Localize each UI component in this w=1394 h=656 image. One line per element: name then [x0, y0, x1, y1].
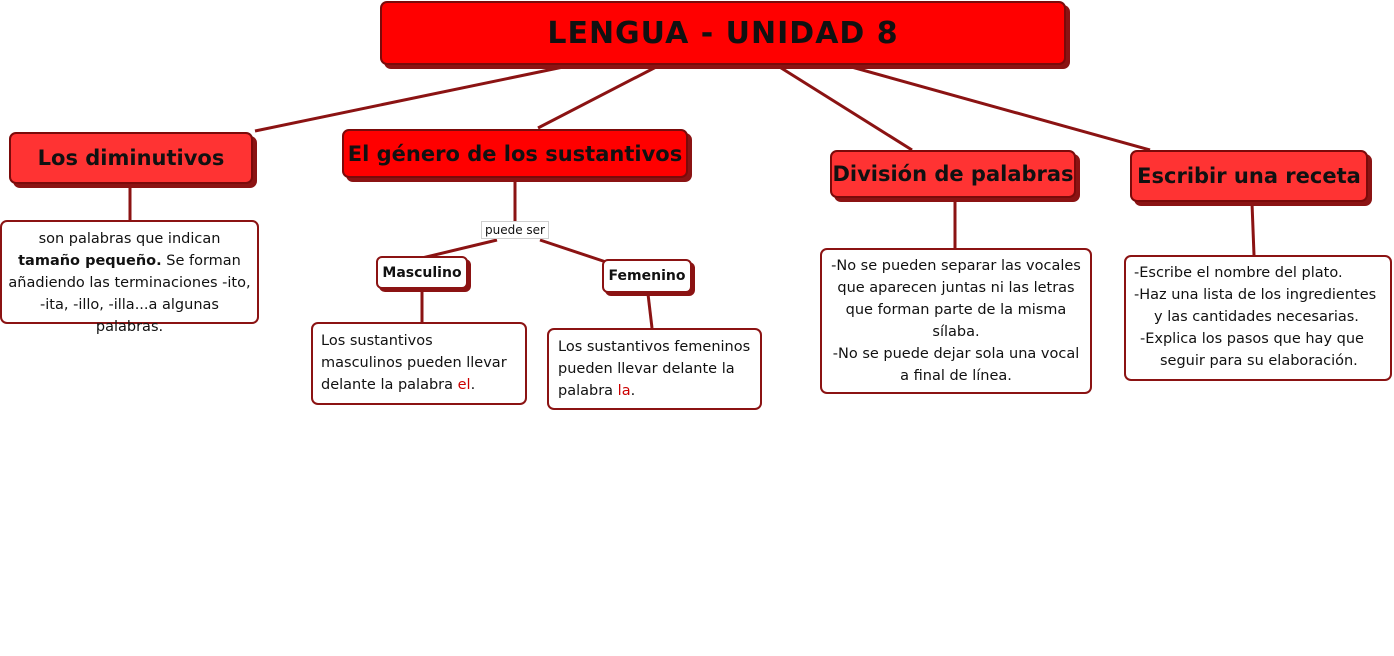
receta-line-3: y las cantidades necesarias. [1154, 309, 1359, 325]
femenino-desc-text: Los sustantivos femeninos pueden llevar … [558, 339, 751, 399]
topic-receta-label: Escribir una receta [1137, 164, 1361, 188]
division-line-2: que aparecen juntas ni las letras [837, 280, 1075, 296]
diminutivos-desc-p1: son palabras que indican [38, 231, 221, 247]
division-description: -No se pueden separar las vocales que ap… [820, 248, 1092, 394]
diminutivos-description: son palabras que indican tamaño pequeño.… [0, 220, 259, 335]
topic-genero: El género de los sustantivos [342, 129, 688, 178]
masculino-desc-word: el [457, 377, 471, 393]
femenino-label: Femenino [608, 268, 686, 284]
link-label-text: puede ser [485, 223, 545, 237]
femenino-desc-end: . [630, 383, 636, 399]
topic-genero-label: El género de los sustantivos [347, 141, 683, 166]
masculino-description: Los sustantivos masculinos pueden llevar… [311, 322, 527, 405]
diminutivos-desc-bold: tamaño pequeño. [18, 253, 162, 269]
receta-line-5: seguir para su elaboración. [1160, 353, 1358, 369]
femenino-node: Femenino [602, 259, 692, 293]
title-node: LENGUA - UNIDAD 8 [380, 1, 1066, 65]
division-line-1: -No se pueden separar las vocales [831, 258, 1081, 274]
receta-line-2: -Haz una lista de los ingredientes [1134, 287, 1377, 303]
title-text: LENGUA - UNIDAD 8 [547, 15, 899, 51]
topic-division-label: División de palabras [832, 162, 1074, 186]
link-label-puede-ser: puede ser [481, 221, 549, 239]
division-line-6: a final de línea. [900, 368, 1012, 384]
receta-description: -Escribe el nombre del plato. -Haz una l… [1124, 255, 1392, 381]
femenino-description: Los sustantivos femeninos pueden llevar … [547, 328, 762, 410]
division-line-5: -No se puede dejar sola una vocal [832, 346, 1080, 362]
femenino-desc-word: la [617, 383, 631, 399]
topic-diminutivos: Los diminutivos [9, 132, 253, 184]
masculino-node: Masculino [376, 256, 468, 289]
masculino-label: Masculino [382, 264, 462, 281]
topic-receta: Escribir una receta [1130, 150, 1368, 202]
masculino-desc-end: . [470, 377, 476, 393]
receta-line-4: -Explica los pasos que hay que [1140, 331, 1364, 347]
division-line-3: que forman parte de la misma [845, 302, 1067, 318]
topic-division: División de palabras [830, 150, 1076, 198]
topic-diminutivos-label: Los diminutivos [37, 146, 225, 170]
diminutivos-desc-p2: Se forman añadiendo las terminaciones -i… [8, 253, 251, 335]
masculino-desc-text: Los sustantivos masculinos pueden llevar… [321, 333, 507, 393]
receta-line-1: -Escribe el nombre del plato. [1134, 265, 1343, 281]
division-line-4: sílaba. [932, 324, 980, 340]
